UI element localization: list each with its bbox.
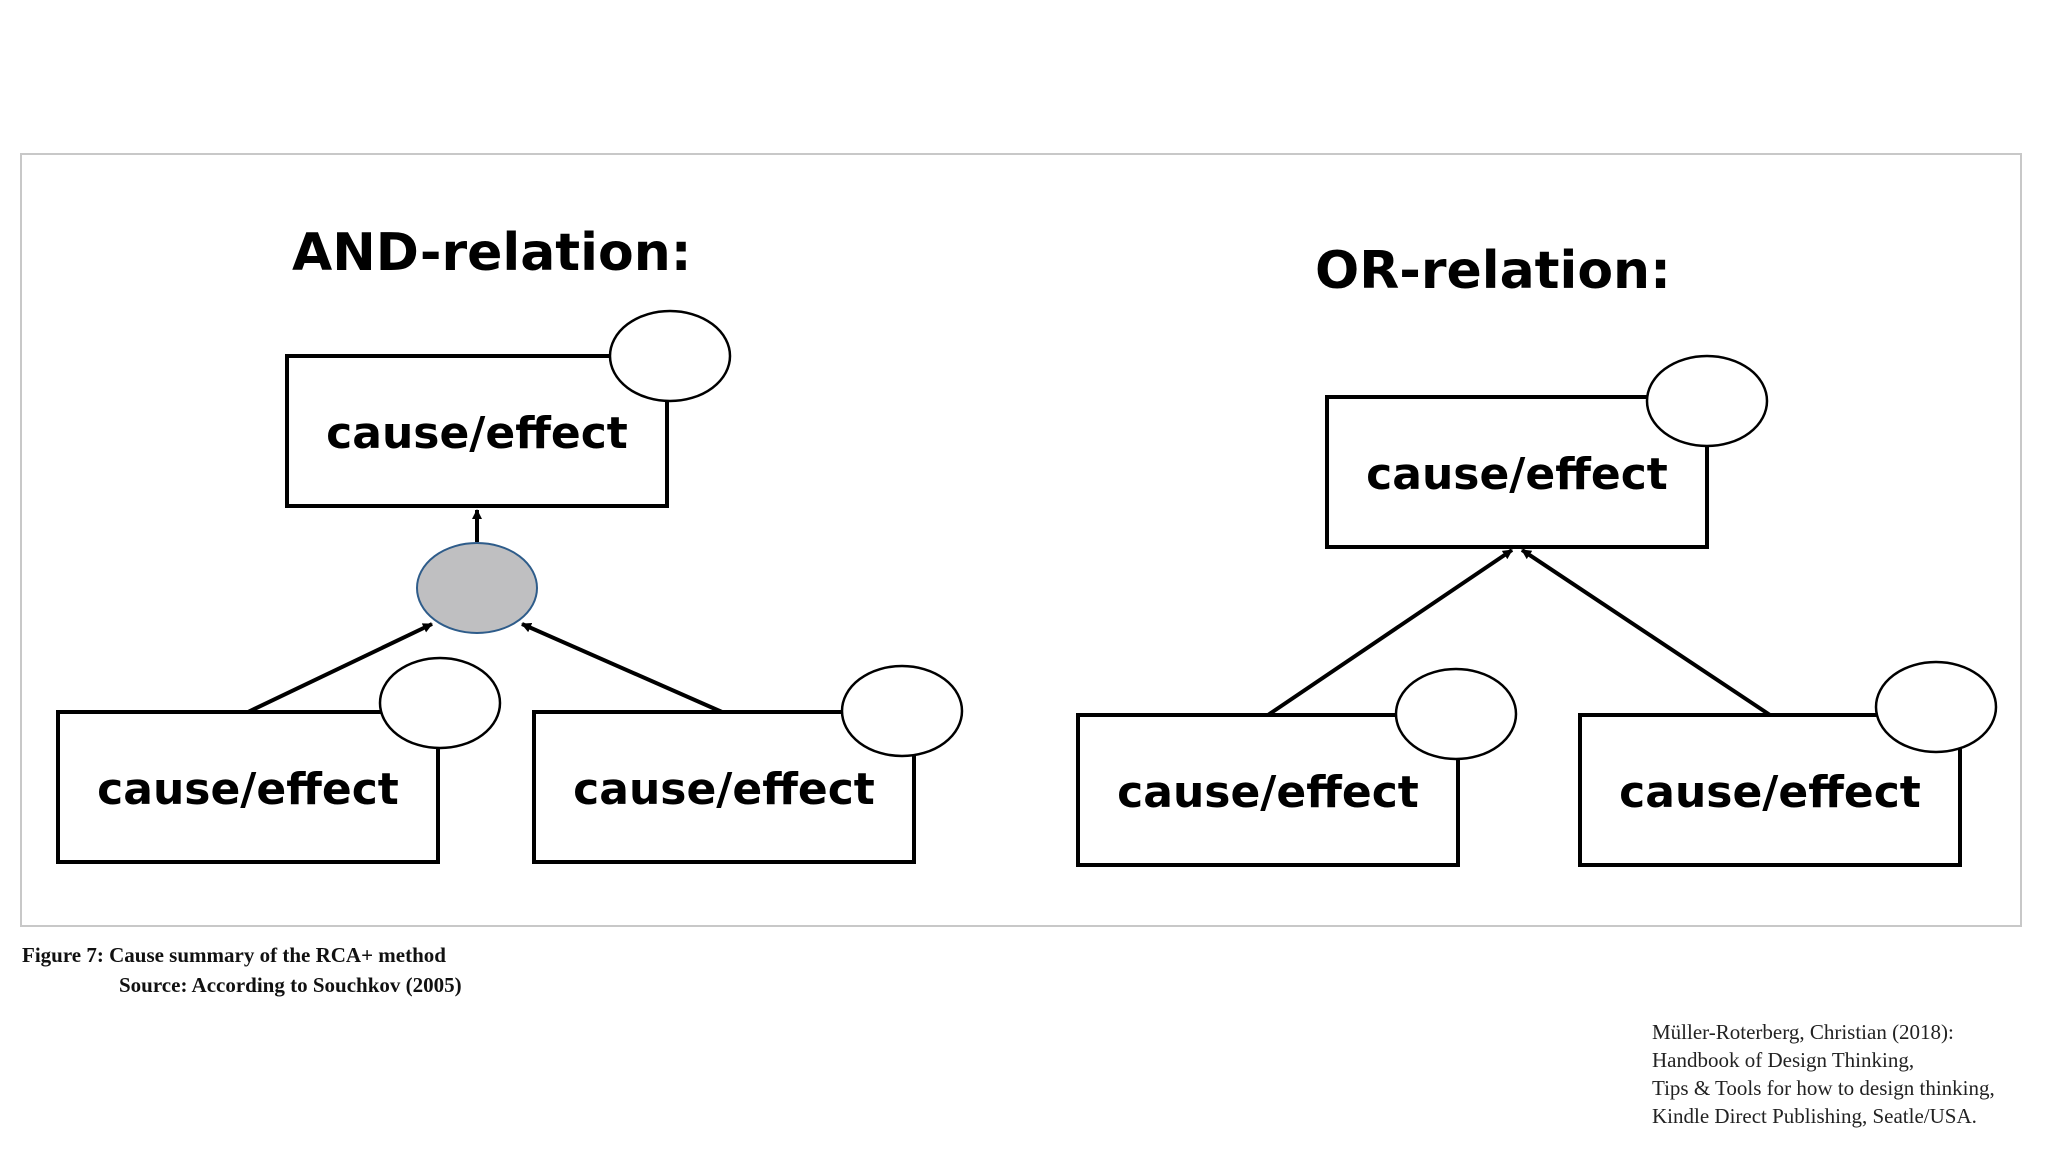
citation-line: Müller-Roterberg, Christian (2018): [1652, 1020, 1954, 1044]
figure-caption-title: Figure 7: Cause summary of the RCA+ meth… [22, 943, 446, 967]
and-relation-group: AND-relation: cause/effect cause/effect … [56, 223, 964, 864]
citation-line: Tips & Tools for how to design thinking, [1652, 1076, 1995, 1100]
and-top-box-label: cause/effect [326, 408, 628, 459]
or-top-box-circle [1645, 354, 1769, 448]
and-right-box [532, 710, 916, 864]
and-relation-heading: AND-relation: [292, 223, 692, 283]
or-relation-group: OR-relation: cause/effect cause/effect c… [1076, 241, 1998, 867]
and-top-box-circle [608, 309, 732, 403]
or-top-box-label: cause/effect [1366, 449, 1668, 500]
figure-caption: Figure 7: Cause summary of the RCA+ meth… [22, 940, 462, 1000]
or-arrow-left-to-top [1266, 548, 1514, 717]
or-left-box [1076, 713, 1460, 867]
and-arrow-right-to-gate [521, 622, 723, 714]
and-gate-node [416, 542, 538, 634]
citation-block: Müller-Roterberg, Christian (2018): Hand… [1652, 1018, 1995, 1130]
or-relation-heading: OR-relation: [1315, 241, 1671, 301]
and-right-box-label: cause/effect [573, 764, 875, 815]
figure-caption-source: Source: According to Souchkov (2005) [119, 973, 462, 997]
and-left-box-circle [378, 656, 502, 750]
citation-line: Handbook of Design Thinking, [1652, 1048, 1915, 1072]
or-right-box-label: cause/effect [1619, 767, 1921, 818]
citation-line: Kindle Direct Publishing, Seatle/USA. [1652, 1104, 1977, 1128]
or-top-box [1325, 395, 1709, 549]
or-left-box-label: cause/effect [1117, 767, 1419, 818]
and-right-box-circle [840, 664, 964, 758]
and-top-box [285, 354, 669, 508]
or-left-box-circle [1394, 667, 1518, 761]
or-right-box-circle [1874, 660, 1998, 754]
and-arrow-left-to-gate [247, 622, 433, 714]
or-arrow-right-to-top [1520, 548, 1772, 717]
and-left-box-label: cause/effect [97, 764, 399, 815]
and-left-box [56, 710, 440, 864]
